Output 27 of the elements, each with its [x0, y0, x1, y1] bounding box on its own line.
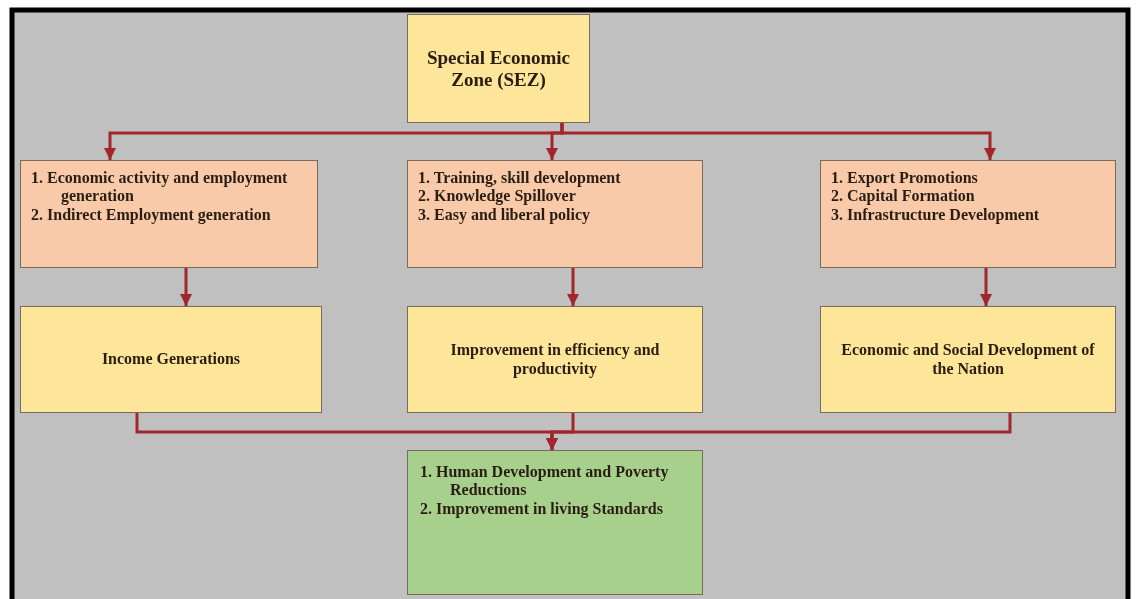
box-label: Economic and Social Development of the Nation: [840, 341, 1096, 378]
outcome-box: [20, 306, 322, 413]
title-box: [407, 14, 590, 123]
result-box: [407, 450, 703, 595]
list-item: 2. Indirect Employment generation: [31, 205, 272, 225]
list-item: 2. Improvement in living Standards: [420, 499, 664, 519]
list-item: 3. Infrastructure Development: [831, 205, 1041, 225]
arrow: [180, 268, 192, 306]
box-label: Improvement in efficiency and productivity: [449, 341, 661, 378]
benefit-box: [407, 160, 703, 268]
list-item: 1. Export Promotions: [831, 169, 979, 188]
list-item: 1. Training, skill development: [418, 169, 622, 188]
list-item: 2. Knowledge Spillover: [418, 187, 577, 206]
box-label: Income Generations: [101, 350, 241, 369]
outcome-box: [407, 306, 703, 413]
outcome-box: [820, 306, 1116, 413]
list-item: 1. Economic activity and employment generation: [31, 169, 289, 206]
arrow: [546, 413, 1012, 450]
title-text: Special Economic Zone (SEZ): [426, 46, 571, 91]
list-item: 2. Capital Formation: [831, 187, 976, 206]
list-item: 1. Human Development and Poverty Reductions: [420, 463, 670, 500]
benefit-box: [20, 160, 318, 268]
arrow: [980, 268, 992, 306]
benefit-box: [820, 160, 1116, 268]
arrow: [560, 123, 996, 160]
list-item: 3. Easy and liberal policy: [418, 205, 592, 225]
arrow: [567, 268, 579, 306]
